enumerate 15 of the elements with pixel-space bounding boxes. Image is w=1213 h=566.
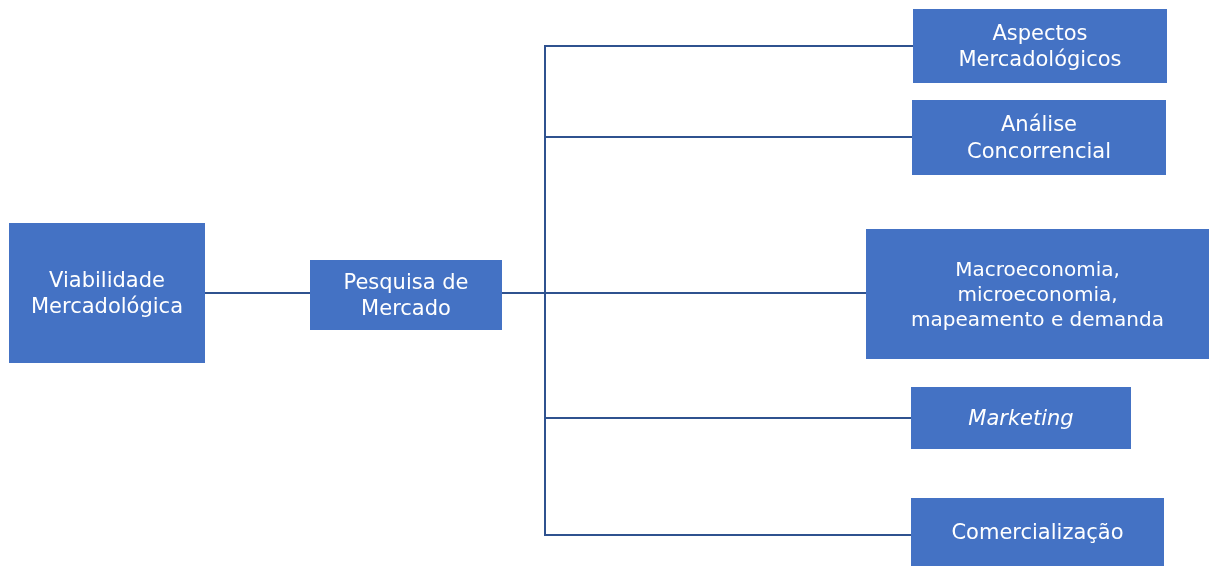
box-label: Análise Concorrencial <box>966 111 1112 164</box>
process-box <box>911 387 1131 449</box>
process-box <box>866 229 1209 359</box>
connector-line <box>204 292 311 294</box>
process-box <box>9 223 205 363</box>
box-label: Pesquisa de Mercado <box>342 268 470 322</box>
box-label: Macroeconomia, microeconomia, mapeamento e demanda <box>910 256 1165 332</box>
box-label: Marketing <box>968 404 1074 432</box>
box-label: Viabilidade Mercadológica <box>29 266 185 320</box>
process-box <box>310 260 502 330</box>
process-box <box>912 100 1166 175</box>
box-label: Comercialização <box>951 518 1124 546</box>
process-box <box>911 498 1164 566</box>
box-label: Aspectos Mercadológicos <box>957 19 1123 73</box>
process-box <box>913 9 1167 83</box>
